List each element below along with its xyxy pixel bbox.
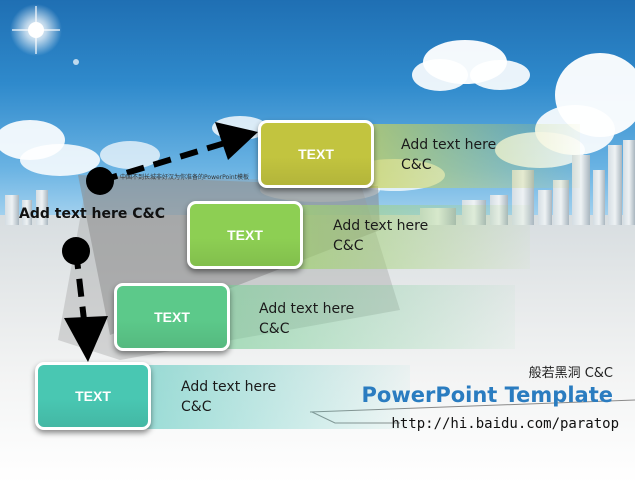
brand-title: PowerPoint Template [361, 383, 613, 407]
sun-icon [10, 4, 79, 65]
band-2 [290, 205, 530, 269]
band-3 [225, 285, 515, 349]
step-box-1[interactable]: TEXT [258, 120, 374, 188]
brand-author: 般若黑洞 C&C [528, 366, 613, 381]
left-label: Add text here C&C [19, 206, 166, 222]
tiny-caption: 中国不到长城非好汉为你准备的PowerPoint模板 [120, 174, 250, 181]
dashed-arrow-icon [86, 122, 258, 195]
step-desc-2: Add text here C&C [333, 218, 429, 254]
step-desc-3: Add text here C&C [259, 301, 355, 337]
dashed-arrow-down-icon [62, 237, 108, 362]
band-4 [140, 365, 410, 429]
brand-url[interactable]: http://hi.baidu.com/paratop [391, 416, 619, 432]
step-box-2[interactable]: TEXT [187, 201, 303, 269]
band-1 [360, 124, 580, 188]
step-desc-4: Add text here C&C [181, 379, 277, 415]
step-box-4[interactable]: TEXT [35, 362, 151, 430]
step-desc-1: Add text here C&C [401, 137, 497, 173]
step-box-3[interactable]: TEXT [114, 283, 230, 351]
